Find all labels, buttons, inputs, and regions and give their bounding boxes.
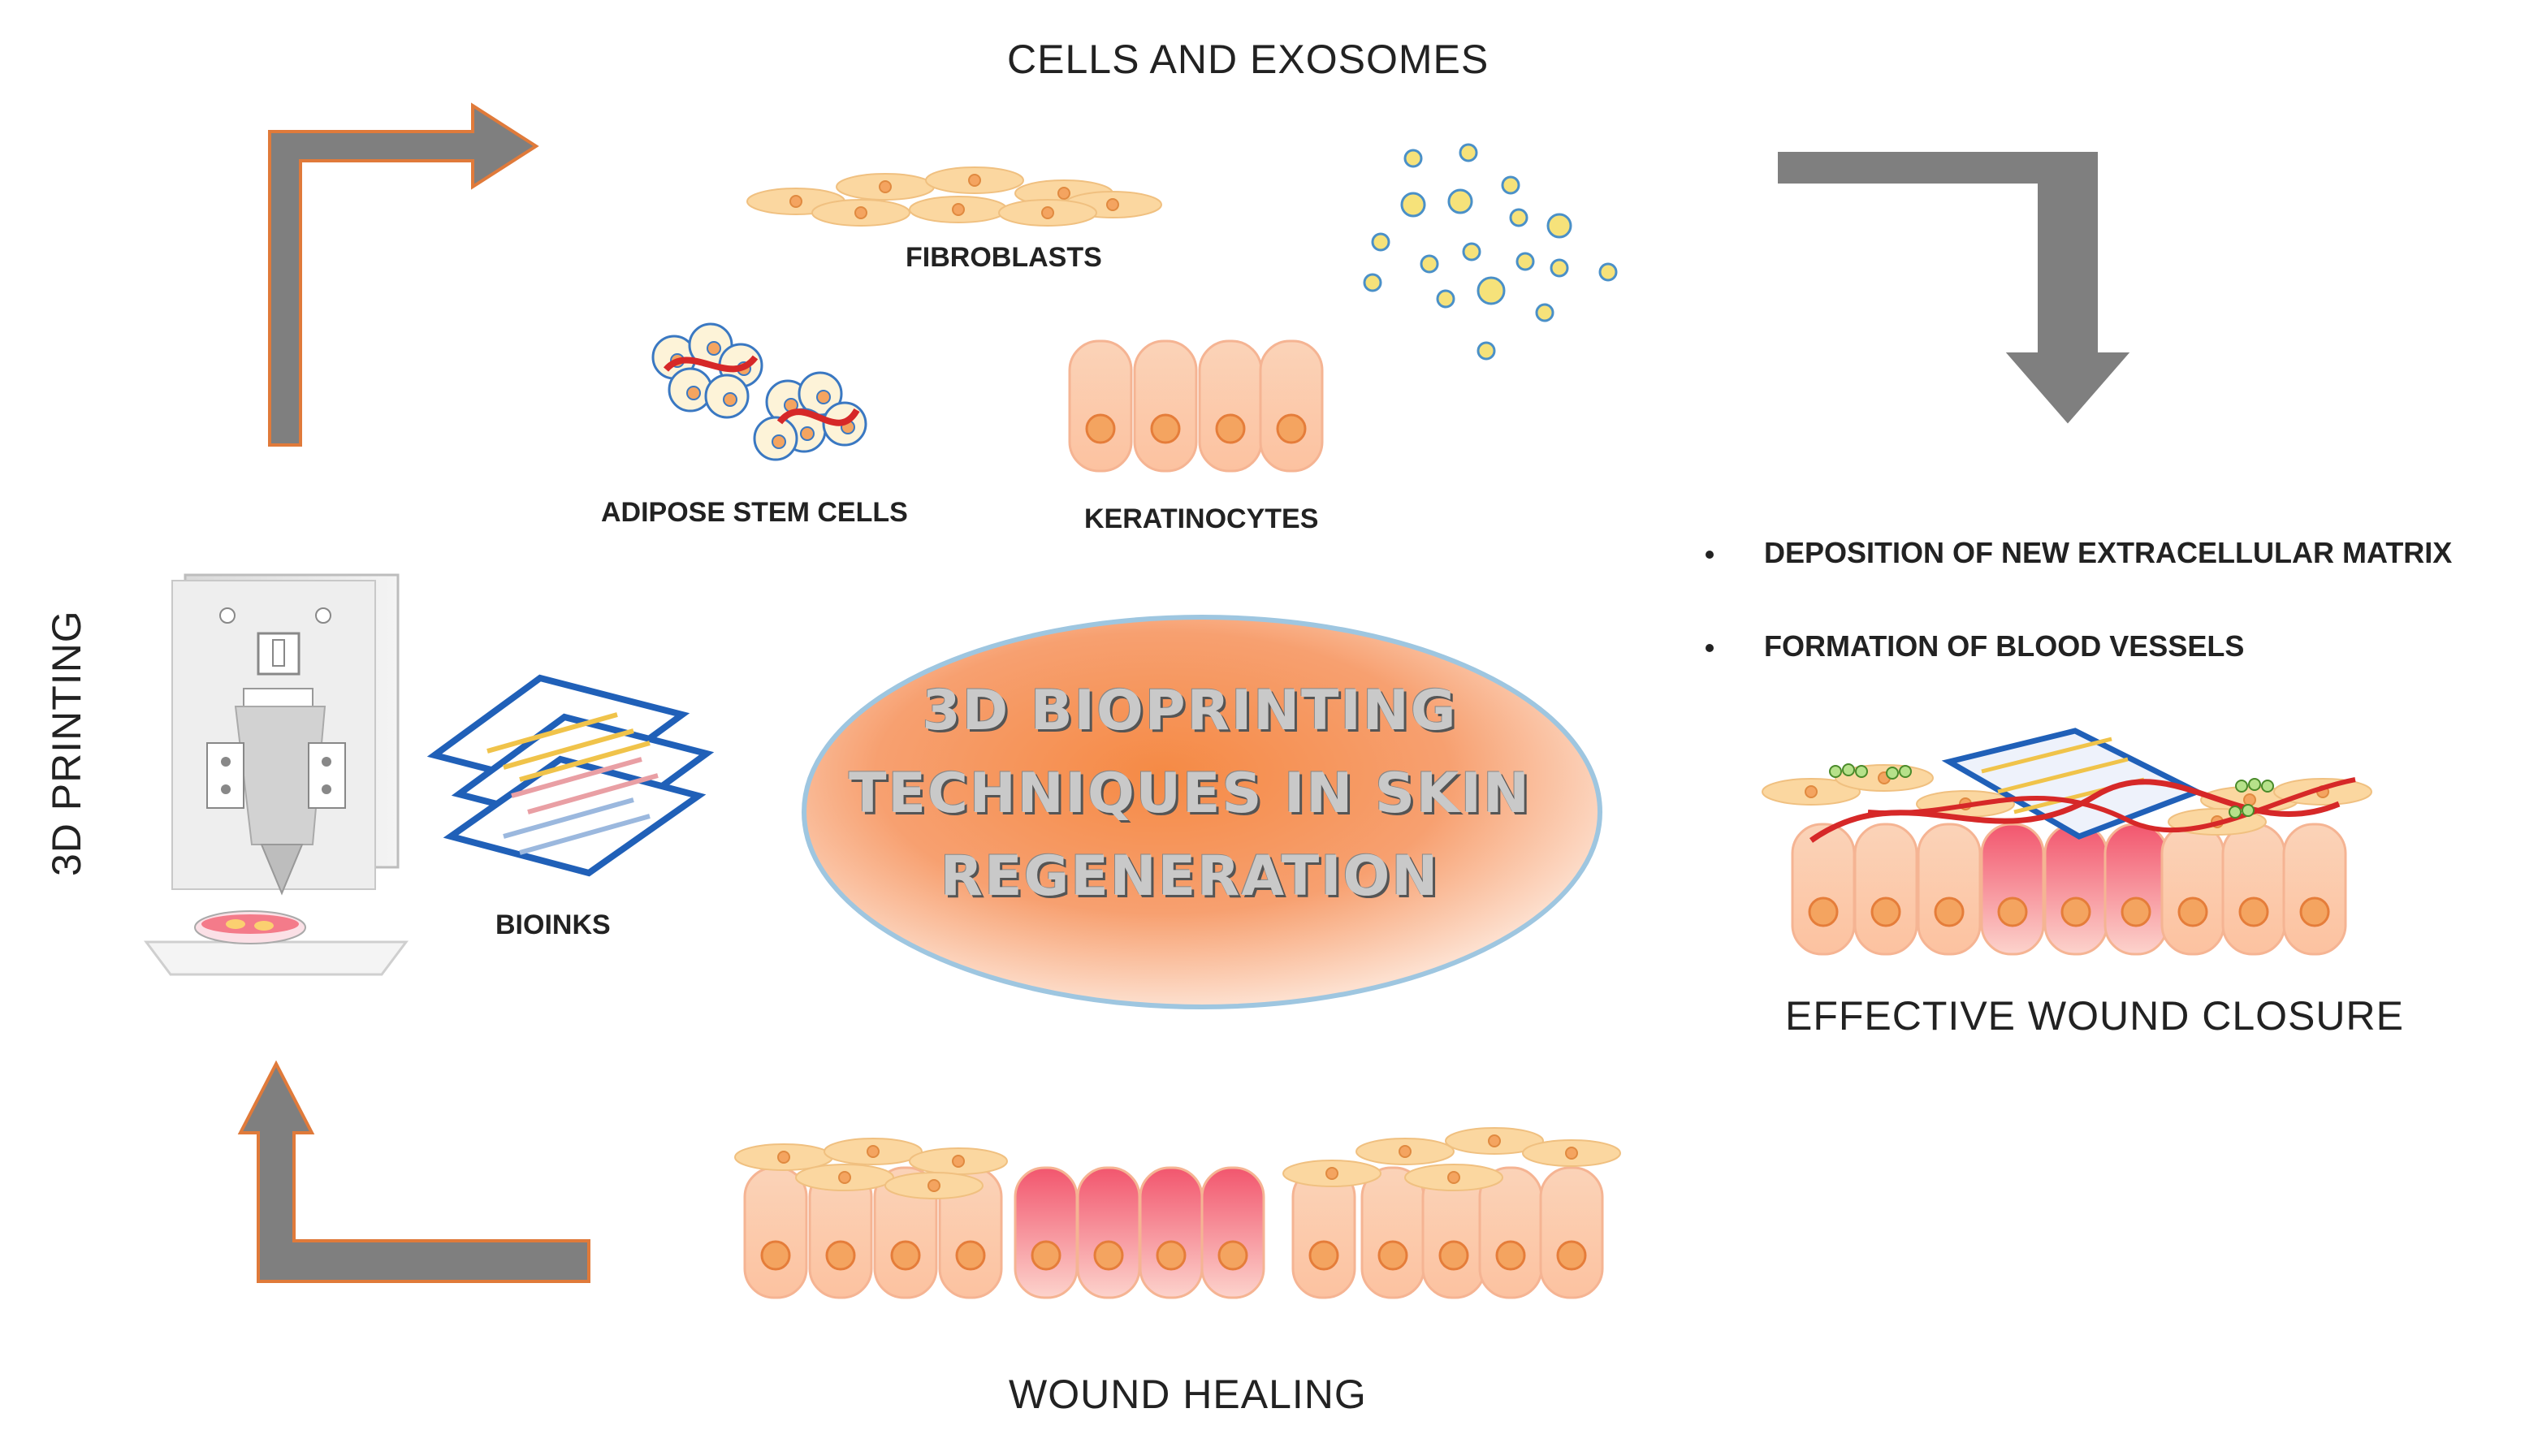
adipose-stem-cells-icon xyxy=(651,322,867,461)
exosomes-icon xyxy=(1363,143,1618,361)
bioinks-label: BIOINKS xyxy=(495,909,611,940)
wound-closure-icon xyxy=(1762,728,2372,956)
up-right-arrow xyxy=(268,102,539,447)
bullet-item: DEPOSITION OF NEW EXTRACELLULAR MATRIX xyxy=(1706,536,2452,570)
bioprinter-icon xyxy=(144,573,409,976)
keratinocytes-label: KERATINOCYTES xyxy=(1084,503,1319,534)
fibroblasts-label: FIBROBLASTS xyxy=(906,242,1102,273)
keratinocytes-icon xyxy=(1068,339,1324,473)
bioink-layers-icon xyxy=(426,674,715,877)
top-title: CELLS AND EXOSOMES xyxy=(1007,37,1490,82)
wound-healing-label: WOUND HEALING xyxy=(1009,1372,1367,1417)
wound-healing-icon xyxy=(734,1127,1621,1299)
bullet-dot-icon xyxy=(1706,551,1714,560)
bullet-text: FORMATION OF BLOOD VESSELS xyxy=(1764,629,2245,663)
right-down-arrow xyxy=(1778,152,2130,424)
left-up-arrow xyxy=(237,1060,590,1283)
center-oval xyxy=(802,615,1602,1009)
center-title: 3D BIOPRINTING TECHNIQUES IN SKIN REGENE… xyxy=(849,679,1531,909)
adipose-stem-cells-label: ADIPOSE STEM CELLS xyxy=(601,497,908,528)
effective-wound-closure-label: EFFECTIVE WOUND CLOSURE xyxy=(1785,993,2404,1039)
bullet-dot-icon xyxy=(1706,644,1714,653)
fibroblasts-icon xyxy=(746,166,1162,227)
3d-printing-label: 3D PRINTING xyxy=(44,610,89,876)
bullet-text: DEPOSITION OF NEW EXTRACELLULAR MATRIX xyxy=(1764,536,2453,569)
bullet-item: FORMATION OF BLOOD VESSELS xyxy=(1706,629,2244,663)
